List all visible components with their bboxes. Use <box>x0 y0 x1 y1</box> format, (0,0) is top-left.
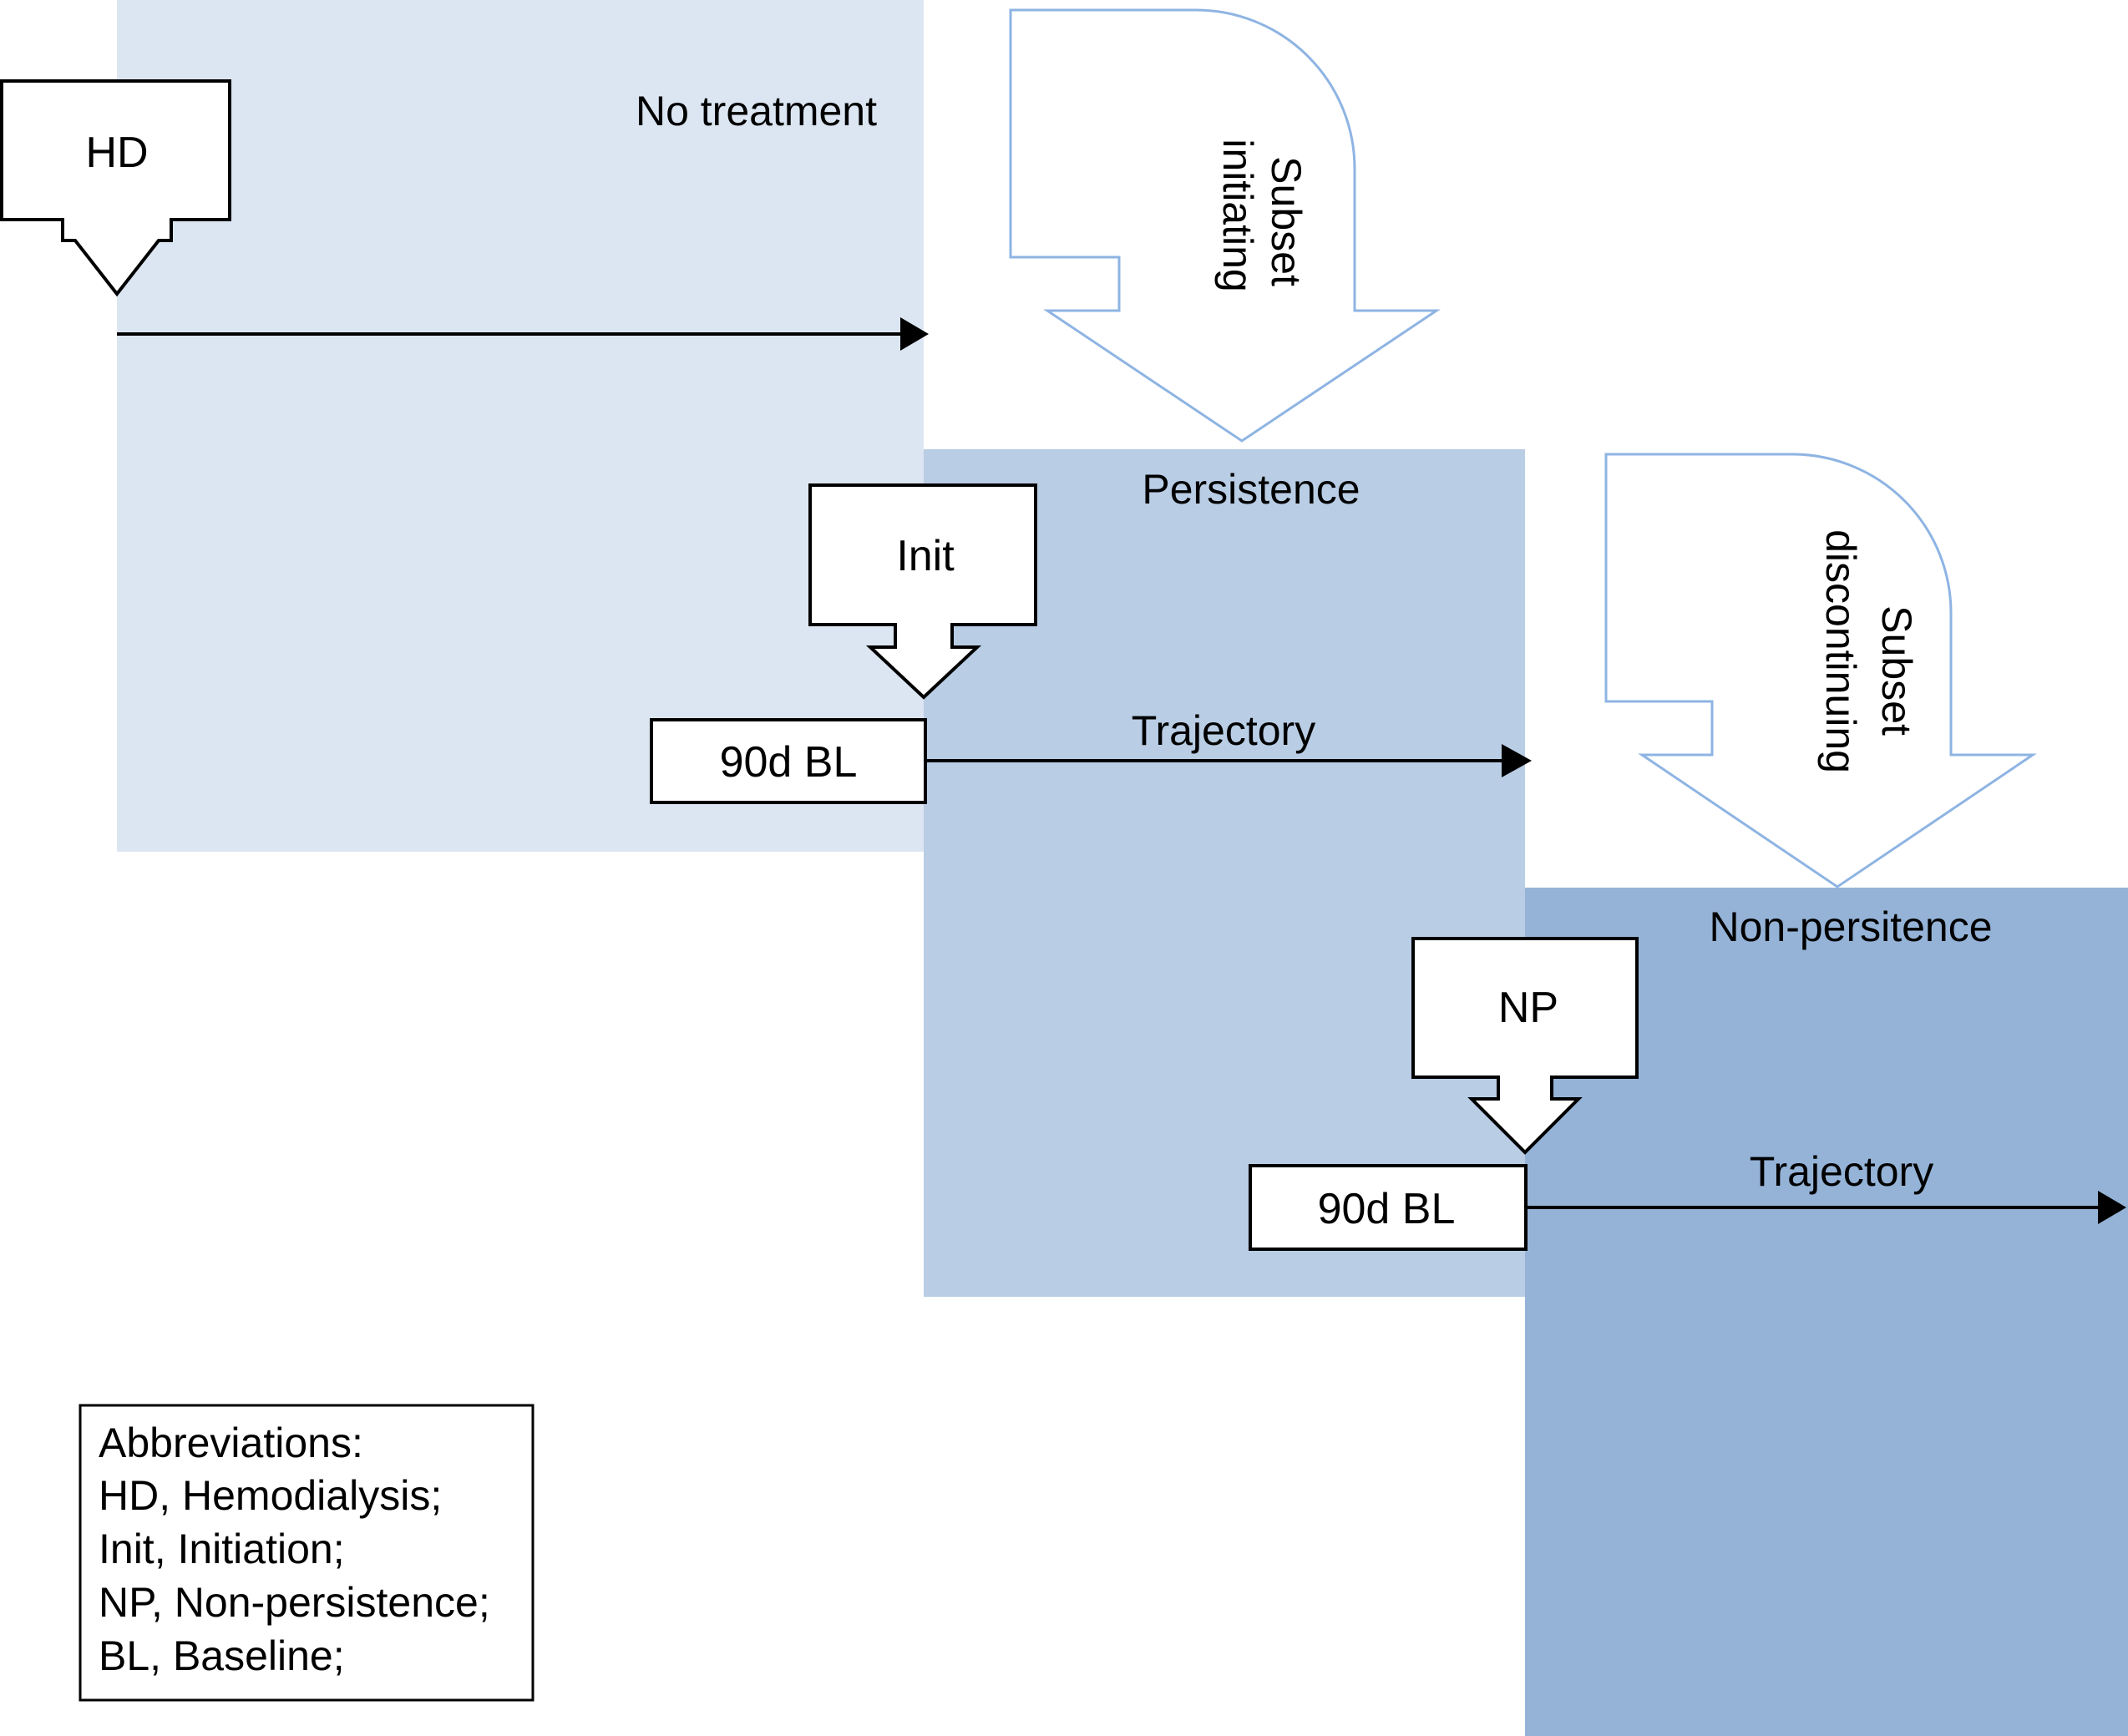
init-callout: Init <box>808 483 1037 700</box>
no-treatment-label: No treatment <box>636 88 877 134</box>
subset-discontinuing-line2: discontinuing <box>1817 529 1864 773</box>
init-callout-label: Init <box>896 532 955 580</box>
hd-callout-down-arrow-icon <box>0 79 231 297</box>
legend-title: Abbreviations: <box>99 1420 363 1466</box>
init-callout-down-arrow-icon <box>808 483 1037 700</box>
hd-callout: HD <box>0 79 231 297</box>
abbreviations-legend: Abbreviations: HD, Hemodialysis; Init, I… <box>79 1404 535 1702</box>
trajectory-2-arrowhead-icon <box>2098 1191 2126 1224</box>
no-treatment-arrowhead-icon <box>900 317 929 351</box>
trajectory-2-label: Trajectory <box>1750 1148 1933 1195</box>
np-callout: NP <box>1411 937 1639 1155</box>
subset-discontinuing-outline-icon <box>1604 453 2037 888</box>
np-callout-label: NP <box>1498 984 1558 1032</box>
subset-initiating-arrow: Subset initiating <box>1009 8 1441 443</box>
subset-discontinuing-arrow: Subset discontinuing <box>1604 453 2037 888</box>
subset-initiating-outline-icon <box>1009 8 1441 443</box>
subset-discontinuing-line1: Subset <box>1873 605 1920 736</box>
persistence-label: Persistence <box>1142 466 1360 513</box>
no-treatment-timeline <box>117 317 929 351</box>
non-persistence-label: Non-persitence <box>1709 903 1992 950</box>
no-treatment-zone <box>117 0 924 852</box>
baseline-box-2-label: 90d BL <box>1318 1185 1456 1233</box>
baseline-box-1: 90d BL <box>650 718 927 804</box>
baseline-box-1-label: 90d BL <box>720 738 858 787</box>
trajectory-1-label: Trajectory <box>1132 707 1315 754</box>
trajectory-1: Trajectory <box>925 707 1532 777</box>
legend-item-bl: BL, Baseline; <box>99 1632 345 1679</box>
baseline-box-2: 90d BL <box>1249 1164 1528 1251</box>
subset-initiating-line2: initiating <box>1214 139 1261 291</box>
legend-item-np: NP, Non-persistence; <box>99 1579 490 1626</box>
trajectory-1-arrowhead-icon <box>1502 744 1532 777</box>
np-callout-down-arrow-icon <box>1411 937 1639 1155</box>
trajectory-2: Trajectory <box>1526 1148 2126 1224</box>
legend-item-init: Init, Initiation; <box>99 1526 345 1572</box>
subset-initiating-line1: Subset <box>1263 156 1310 286</box>
hd-callout-label: HD <box>85 129 148 177</box>
legend-item-hd: HD, Hemodialysis; <box>99 1472 442 1519</box>
